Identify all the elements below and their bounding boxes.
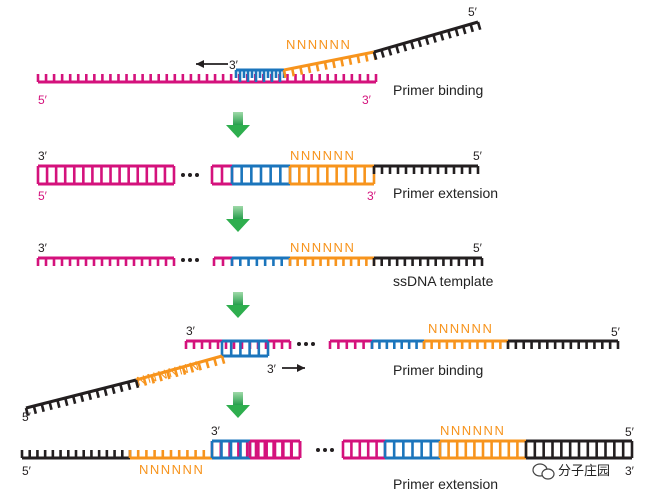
ellipsis-dot: [311, 342, 315, 346]
duplex-left: [36, 164, 176, 186]
template-n-region: [422, 339, 510, 349]
five-prime-label: 5′: [38, 93, 48, 107]
n-region-label: NNNNNN: [440, 423, 505, 438]
three-prime-label: 3′: [625, 464, 635, 478]
ellipsis-dot: [330, 448, 334, 452]
step-label-ssdna-template: ssDNA template: [393, 273, 494, 289]
primer-tail: [24, 378, 140, 417]
step-label-primer-binding: Primer binding: [393, 362, 483, 378]
step-arrow-green-icon-shaft: [233, 112, 243, 126]
step-arrow-green-icon: [226, 405, 250, 418]
step-arrow-green-icon: [226, 125, 250, 138]
watermark-text: 分子庄园: [558, 463, 610, 479]
duplex-primer: [210, 439, 252, 460]
primer-n-region: [134, 354, 226, 389]
five-prime-label: 5′: [22, 464, 32, 478]
ellipsis-dot: [188, 173, 192, 177]
chat-bubble-icon: [532, 463, 555, 480]
ellipsis-dot: [323, 448, 327, 452]
five-prime-label: 5′: [473, 149, 483, 163]
n-region-label: NNNNNN: [286, 37, 351, 52]
primer-tail: [372, 20, 482, 61]
n-region-label: NNNNNN: [139, 462, 204, 477]
extension-direction-arrow-head: [297, 364, 305, 372]
watermark: 分子庄园: [532, 463, 610, 480]
ellipsis-dot: [297, 342, 301, 346]
step-arrow-green-icon: [226, 219, 250, 232]
step-arrow-green-icon: [226, 305, 250, 318]
primer-blue: [234, 68, 286, 78]
step-arrow-green-icon-shaft: [233, 206, 243, 220]
duplex-black: [524, 439, 634, 460]
template-blue: [370, 339, 426, 349]
ellipsis-dot: [195, 173, 199, 177]
five-prime-label: 5′: [611, 325, 621, 339]
duplex-primer: [230, 164, 292, 186]
n-region-label: NNNNNN: [290, 240, 355, 255]
three-prime-label: 3′: [229, 58, 239, 72]
three-prime-label: 3′: [186, 324, 196, 338]
ellipsis-dot: [188, 258, 192, 262]
step-label-primer-binding: Primer binding: [393, 82, 483, 98]
duplex-extended: [248, 439, 302, 460]
extension-direction-arrow-head: [196, 60, 204, 68]
n-region-label: NNNNNN: [135, 357, 202, 388]
five-prime-label: 5′: [625, 425, 635, 439]
three-prime-label: 3′: [38, 149, 48, 163]
ellipsis-dot: [304, 342, 308, 346]
primer-paired: [220, 339, 270, 358]
five-prime-label: 5′: [473, 241, 483, 255]
three-prime-label: 3′: [211, 424, 221, 438]
primer-tail: [20, 450, 132, 460]
ssdna-magenta: [36, 256, 176, 266]
ssdna-black: [372, 256, 484, 266]
duplex-blue: [383, 439, 442, 460]
duplex-magenta: [210, 439, 302, 460]
ellipsis-dot: [316, 448, 320, 452]
ellipsis-dot: [181, 258, 185, 262]
duplex-magenta: [341, 439, 387, 460]
ssdna-magenta: [212, 256, 234, 266]
three-prime-label: 3′: [267, 362, 277, 376]
step-arrow-green-icon-shaft: [233, 292, 243, 306]
template-black: [506, 339, 620, 349]
primer-n-region: [128, 450, 214, 460]
five-prime-label: 5′: [468, 5, 478, 19]
five-prime-label: 5′: [22, 410, 32, 424]
step-label-primer-extension: Primer extension: [393, 185, 498, 201]
n-region-label: NNNNNN: [428, 321, 493, 336]
template-strand: [36, 74, 378, 84]
ssdna-blue: [230, 256, 292, 266]
three-prime-label: 3′: [362, 93, 372, 107]
ellipsis-dot: [181, 173, 185, 177]
primer-tail: [372, 164, 480, 174]
five-prime-label: 5′: [38, 189, 48, 203]
duplex-n-region: [438, 439, 528, 460]
three-prime-label: 3′: [38, 241, 48, 255]
step-label-primer-extension: Primer extension: [393, 476, 498, 492]
step-arrow-green-icon-shaft: [233, 392, 243, 406]
ssdna-n-region: [288, 256, 376, 266]
ellipsis-dot: [195, 258, 199, 262]
n-region-label: NNNNNN: [290, 148, 355, 163]
template-magenta: [328, 339, 374, 349]
duplex-extended: [210, 164, 234, 186]
primer-n-region: [282, 50, 377, 79]
three-prime-label: 3′: [367, 189, 377, 203]
duplex-n-region: [288, 164, 376, 186]
